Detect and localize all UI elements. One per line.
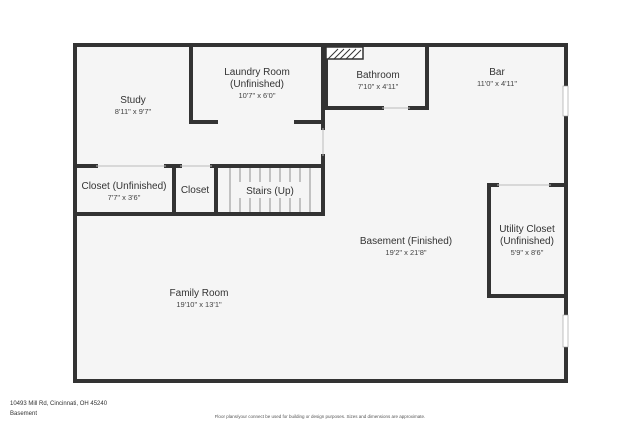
study-dim: 8'11" x 9'7" [115,107,152,116]
closet-unfinished-dim: 7'7" x 3'6" [108,193,141,202]
bar-dim: 11'0" x 4'11" [477,79,517,88]
study-name: Study [120,95,146,106]
stairs-name: Stairs (Up) [246,186,294,197]
stairs-label-bg [239,182,301,198]
bathroom-name: Bathroom [356,70,399,81]
laundry-name-1: Laundry Room [224,67,290,78]
vent-hatch [325,46,364,60]
windows [562,85,569,348]
address-text: 10493 Mill Rd, Cincinnati, OH 45240 [10,401,108,407]
bathroom-dim: 7'10" x 4'11" [358,82,399,91]
utility-name-2: (Unfinished) [500,236,554,247]
disclaimer-text: Floor plans/your connect be used for bui… [214,414,426,419]
laundry-name-2: (Unfinished) [230,79,284,90]
laundry-dim: 10'7" x 6'0" [239,91,276,100]
level-text: Basement [10,411,38,417]
interior-walls [75,45,566,298]
family-name: Family Room [170,288,229,299]
bar-name: Bar [489,67,505,78]
door-openings [96,107,551,186]
basement-name: Basement (Finished) [360,236,452,247]
closet-unfinished-name: Closet (Unfinished) [81,181,166,192]
family-dim: 19'10" x 13'1" [176,300,222,309]
utility-name-1: Utility Closet [499,224,555,235]
closet-name: Closet [181,185,210,196]
utility-dim: 5'9" x 8'6" [511,248,544,257]
basement-dim: 19'2" x 21'8" [385,248,426,257]
